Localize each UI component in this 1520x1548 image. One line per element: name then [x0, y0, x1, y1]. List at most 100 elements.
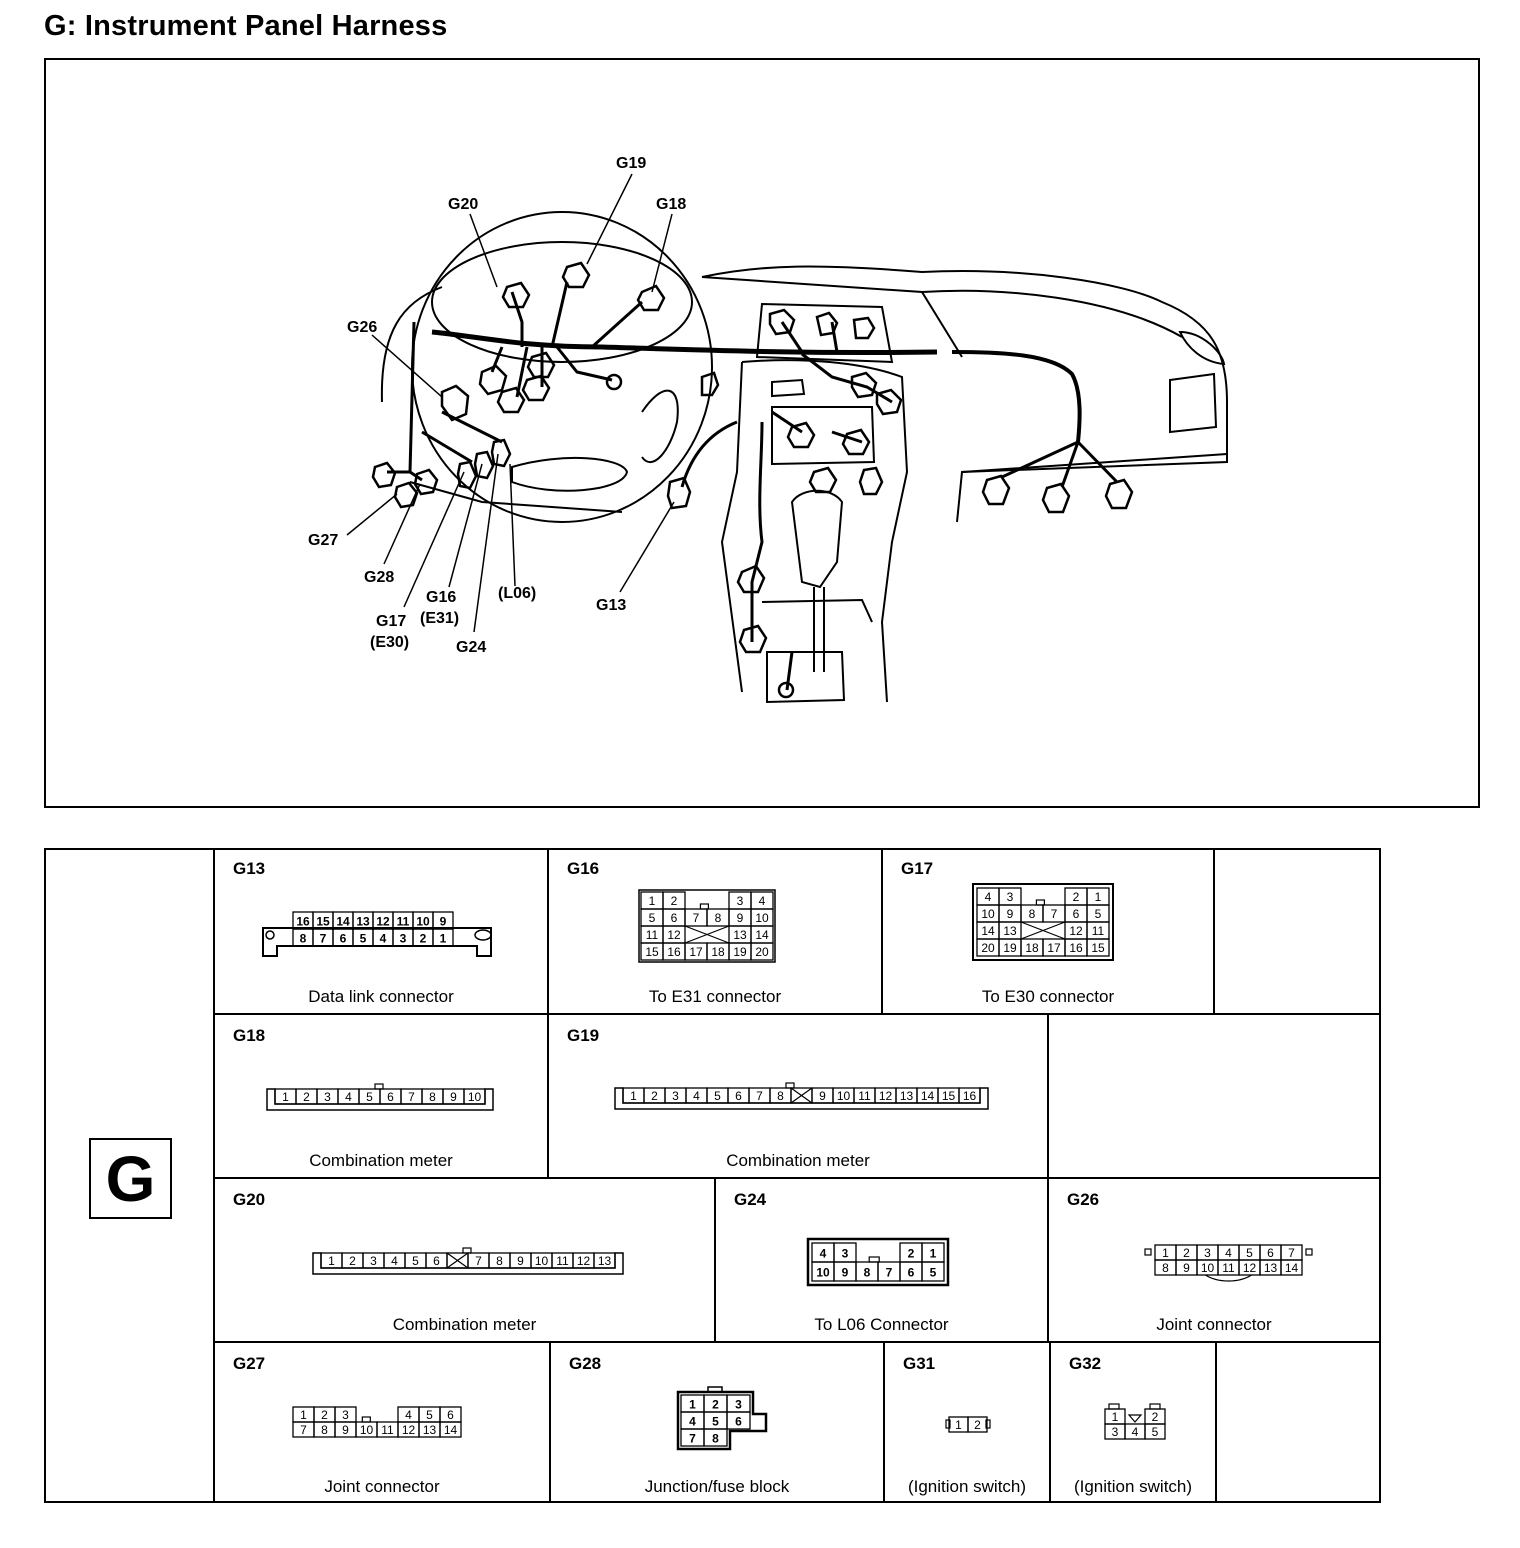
pin-label: 1: [930, 1247, 937, 1261]
pin-label: 14: [921, 1089, 935, 1103]
connector-desc: To E30 connector: [981, 987, 1115, 1006]
pin-label: 10: [416, 915, 430, 929]
pin-label: 1: [440, 932, 447, 946]
pin-label: 10: [816, 1266, 830, 1280]
pin-label: 1: [955, 1418, 962, 1432]
pin-label: 6: [671, 911, 678, 925]
pin-label: 1: [300, 1408, 307, 1422]
pin-label: 4: [1225, 1246, 1232, 1260]
connector-id: G27: [233, 1354, 266, 1373]
pin-label: 3: [324, 1090, 331, 1104]
pin-label: 17: [1047, 941, 1061, 955]
pin-label: 8: [1029, 907, 1036, 921]
connector-desc: To L06 Connector: [814, 1315, 949, 1334]
connector-id: G13: [233, 859, 266, 878]
pin-label: 5: [366, 1090, 373, 1104]
cell-empty-2: [1047, 1013, 1379, 1177]
pin-label: 5: [714, 1089, 721, 1103]
pin-label: 14: [444, 1423, 458, 1437]
page-title: G: Instrument Panel Harness: [44, 10, 448, 42]
pin-label: 15: [316, 915, 330, 929]
pin-label: 20: [755, 945, 769, 959]
pin-label: 6: [735, 1415, 742, 1429]
pin-label: 10: [1201, 1261, 1215, 1275]
pin-label: 7: [408, 1090, 415, 1104]
pin-label: 1: [649, 894, 656, 908]
callout-g18: G18: [656, 196, 686, 213]
pin-label: 9: [737, 911, 744, 925]
connector-id: G32: [1069, 1354, 1102, 1373]
pin-label: 5: [1246, 1246, 1253, 1260]
pin-label: 5: [1152, 1425, 1159, 1439]
pin-label: 8: [429, 1090, 436, 1104]
callout-l06: (L06): [498, 585, 536, 602]
pin-label: 7: [886, 1266, 893, 1280]
pin-label: 7: [1288, 1246, 1295, 1260]
pin-label: 4: [1132, 1425, 1139, 1439]
instrument-panel-drawing: G19 G20 G18 G26 G27 G28 G17 (E30) G16 (E…: [308, 155, 1228, 704]
pin-label: 4: [380, 932, 387, 946]
pin-label: 18: [1025, 941, 1039, 955]
harness-illustration: G19 G20 G18 G26 G27 G28 G17 (E30) G16 (E…: [44, 58, 1480, 808]
connector-desc: (Ignition switch): [907, 1477, 1027, 1496]
pin-label: 7: [756, 1089, 763, 1103]
pin-label: 13: [1264, 1261, 1278, 1275]
pin-label: 13: [900, 1089, 914, 1103]
pin-label: 14: [981, 924, 995, 938]
pin-label: 7: [320, 932, 327, 946]
pin-label: 1: [328, 1254, 335, 1268]
pin-label: 1: [630, 1089, 637, 1103]
blank-cavity: [446, 1252, 469, 1269]
pin-label: 5: [1095, 907, 1102, 921]
pin-label: 2: [1183, 1246, 1190, 1260]
pin-label: 16: [667, 945, 681, 959]
pin-label: 17: [689, 945, 703, 959]
pin-label: 1: [282, 1090, 289, 1104]
blank-cavity: [1020, 921, 1066, 940]
pin-label: 6: [1267, 1246, 1274, 1260]
pin-label: 1: [1095, 890, 1102, 904]
pin-label: 1: [1162, 1246, 1169, 1260]
connector-desc: Combination meter: [726, 1151, 870, 1170]
pin-label: 15: [645, 945, 659, 959]
pin-label: 8: [496, 1254, 503, 1268]
connector-desc: Data link connector: [308, 987, 454, 1006]
pin-label: 5: [712, 1415, 719, 1429]
pin-label: 18: [711, 945, 725, 959]
pin-label: 2: [974, 1418, 981, 1432]
pin-label: 16: [1069, 941, 1083, 955]
pin-label: 9: [1007, 907, 1014, 921]
pin-label: 8: [321, 1423, 328, 1437]
section-letter: G: [89, 1138, 172, 1219]
connector-id: G24: [734, 1190, 767, 1209]
pin-label: 3: [735, 1398, 742, 1412]
pin-label: 10: [981, 907, 995, 921]
pin-label: 14: [755, 928, 769, 942]
pin-label: 6: [387, 1090, 394, 1104]
pin-label: 6: [1073, 907, 1080, 921]
connector-desc: Joint connector: [324, 1477, 440, 1496]
pin-label: 7: [300, 1423, 307, 1437]
callout-g26: G26: [347, 319, 377, 336]
pin-label: 9: [440, 915, 447, 929]
pin-label: 13: [733, 928, 747, 942]
pin-label: 2: [908, 1247, 915, 1261]
pin-label: 4: [689, 1415, 696, 1429]
pin-label: 6: [447, 1408, 454, 1422]
pin-label: 2: [420, 932, 427, 946]
pin-label: 13: [598, 1254, 612, 1268]
